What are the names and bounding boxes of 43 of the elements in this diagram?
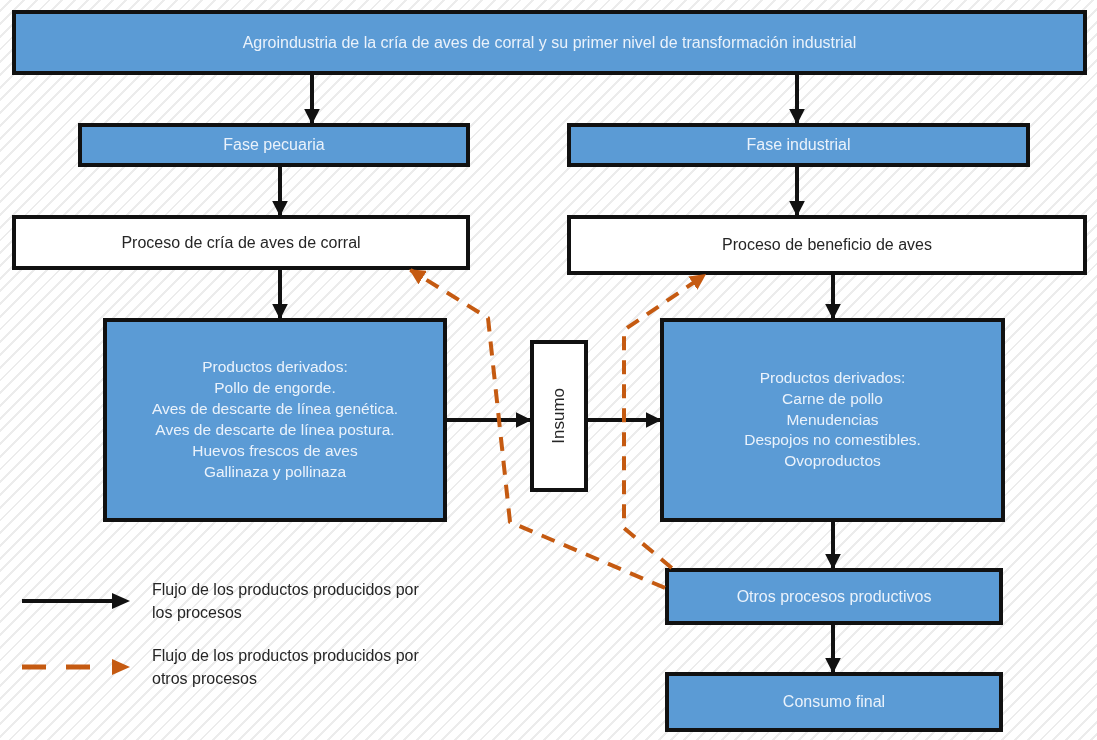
arrow xyxy=(825,275,841,320)
arrow xyxy=(789,75,805,125)
arrow xyxy=(272,270,288,320)
phase-box xyxy=(567,123,1030,167)
box-text: Pollo de engorde. xyxy=(214,378,336,399)
phase-box xyxy=(78,123,470,167)
box-text: Proceso de beneficio de aves xyxy=(722,235,932,256)
box-text: Fase industrial xyxy=(746,135,851,156)
box-text: Consumo final xyxy=(782,692,886,713)
box-text: Despojos no comestibles. xyxy=(744,430,921,451)
process-box xyxy=(12,215,470,270)
phase-box xyxy=(12,10,1087,75)
arrow xyxy=(825,625,841,674)
box-text: Proceso de cría de aves de corral xyxy=(121,232,361,253)
box-text: Insumo xyxy=(547,388,569,444)
process-box xyxy=(567,215,1087,275)
arrow xyxy=(588,412,662,428)
box-text: Carne de pollo xyxy=(782,388,883,409)
box-text: Gallinaza y pollinaza xyxy=(203,461,347,482)
arrow xyxy=(272,167,288,217)
box-text: Ovoproductos xyxy=(784,451,881,472)
box-text: Otros procesos productivos xyxy=(736,586,932,607)
legend-text: Flujo de los productos producidos por otros procesos xyxy=(152,646,420,690)
box-text: Aves de descarte de línea genética. xyxy=(151,399,399,420)
phase-box xyxy=(665,672,1003,732)
box-text: Fase pecuaria xyxy=(223,135,325,156)
dashed-arrow xyxy=(622,273,707,570)
input-box xyxy=(530,340,588,492)
box-text: Agroindustria de la cría de aves de corral y su primer nivel de transformación industrial xyxy=(242,32,857,53)
arrow xyxy=(447,412,532,428)
box-text: Menudencias xyxy=(786,409,879,430)
arrow xyxy=(789,167,805,217)
box-heading: Productos derivados: xyxy=(202,357,348,378)
phase-box xyxy=(665,568,1003,625)
box-text: Huevos frescos de aves xyxy=(192,440,358,461)
phase-box xyxy=(103,318,447,522)
arrow xyxy=(304,75,320,125)
box-heading: Productos derivados: xyxy=(759,367,906,388)
phase-box xyxy=(660,318,1005,522)
arrow xyxy=(825,522,841,570)
dashed-arrow xyxy=(409,268,666,590)
box-text: Aves de descarte de línea postura. xyxy=(155,420,395,440)
legend-text: Flujo de los productos producidos por los procesos xyxy=(152,580,420,624)
